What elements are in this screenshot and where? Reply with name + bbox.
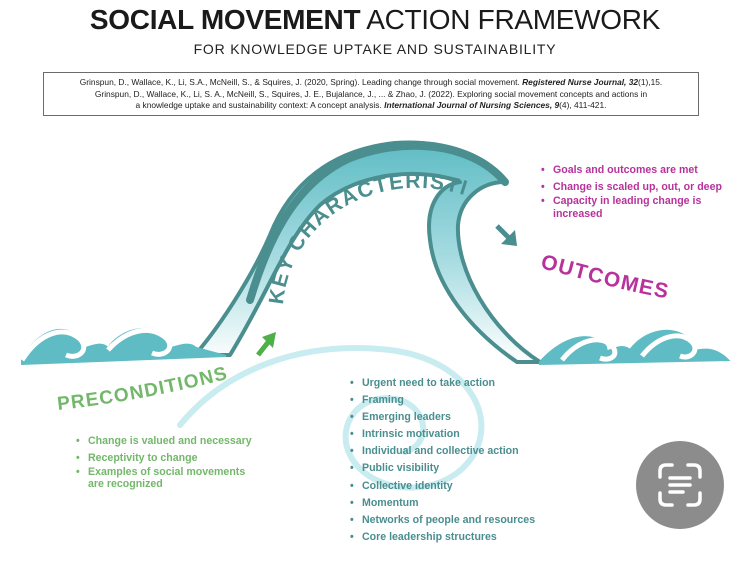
citation-1: Grinspun, D., Wallace, K., Li, S.A., McN… [44,77,698,89]
list-item: Goals and outcomes are met [539,162,722,179]
title-rest: ACTION FRAMEWORK [360,4,661,35]
preconditions-label: PRECONDITIONS [56,363,230,415]
list-item: Public visibility [348,460,535,477]
key-characteristics-list: Urgent need to take action Framing Emerg… [348,375,535,546]
page-title: SOCIAL MOVEMENT ACTION FRAMEWORK [0,4,750,36]
right-wave [539,329,731,366]
citation-1-text: Grinspun, D., Wallace, K., Li, S.A., McN… [79,77,523,87]
citation-2-end: (4), 411-421. [559,100,607,110]
outcomes-list: Goals and outcomes are met Change is sca… [539,162,722,221]
list-item: Capacity in leading change is increased [539,195,713,221]
page-subtitle: FOR KNOWLEDGE UPTAKE AND SUSTAINABILITY [193,41,557,57]
scan-text-button[interactable] [636,441,724,529]
list-item: Intrinsic motivation [348,426,535,443]
citation-2-text: a knowledge uptake and sustainability co… [135,100,385,110]
citation-1-journal: Registered Nurse Journal, 32 [522,77,639,87]
list-item: Change is scaled up, out, or deep [539,179,722,196]
outcomes-label: OUTCOMES [539,251,672,304]
green-up-right-arrow [256,332,276,357]
citation-2-line-2: a knowledge uptake and sustainability co… [44,100,698,112]
citation-1-end: (1),15. [638,77,663,87]
list-item: Core leadership structures [348,529,535,546]
list-item: Momentum [348,495,535,512]
list-item: Collective identity [348,478,535,495]
list-item: Individual and collective action [348,443,535,460]
list-item: Emerging leaders [348,409,535,426]
list-item: Examples of social movements are recogni… [74,466,263,490]
list-item: Networks of people and resources [348,512,535,529]
list-item: Framing [348,392,535,409]
scan-text-icon [658,463,702,507]
citation-2-journal: International Journal of Nursing Science… [384,100,560,110]
teal-down-right-arrow [495,224,517,246]
citation-box: Grinspun, D., Wallace, K., Li, S.A., McN… [43,72,699,116]
big-wave-crest [246,141,509,304]
list-item: Receptivity to change [74,450,263,467]
big-wave [193,140,542,364]
list-item: Change is valued and necessary [74,433,263,450]
list-item: Urgent need to take action [348,375,535,392]
citation-2-line-1: Grinspun, D., Wallace, K., Li, S. A., Mc… [94,88,648,99]
preconditions-list: Change is valued and necessary Receptivi… [74,433,263,490]
title-bold: SOCIAL MOVEMENT [89,4,361,35]
